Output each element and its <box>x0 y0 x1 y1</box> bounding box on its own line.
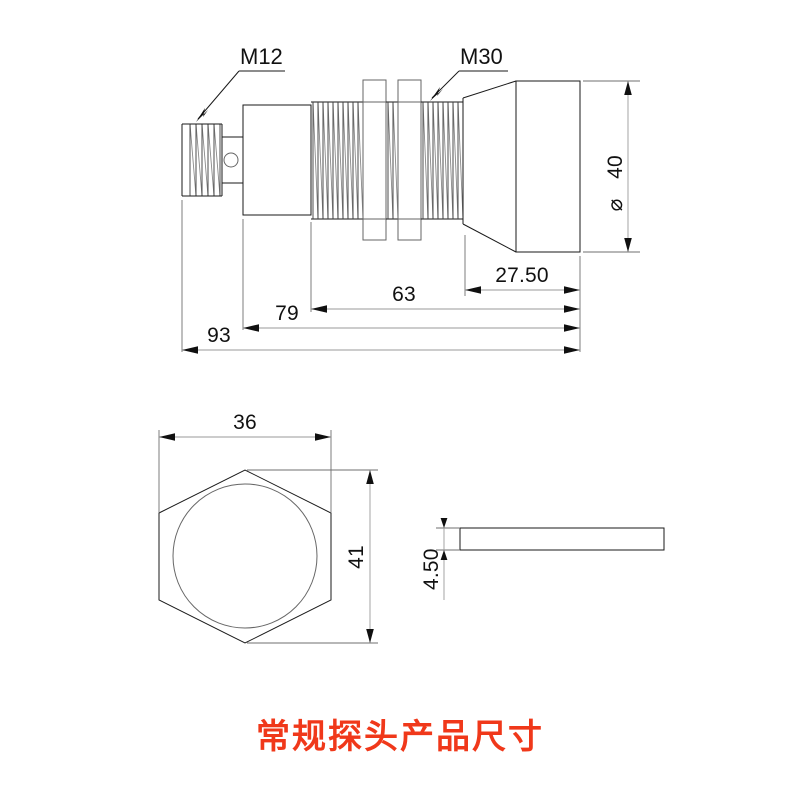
dimension-36: 36 <box>158 411 332 513</box>
dimension-79-label: 79 <box>275 302 299 325</box>
washer-bar-outline <box>459 527 665 551</box>
hex-nut-second <box>397 79 422 241</box>
sensor-head-cylinder <box>515 80 581 253</box>
hex-nut-front-view: 36 41 <box>158 411 378 644</box>
m30-thread-label: M30 <box>460 44 503 69</box>
hex-nut-first <box>362 79 387 241</box>
dimension-27-50: 27.50 <box>465 264 580 294</box>
tapered-transition <box>462 80 517 253</box>
dimension-93: 93 <box>182 324 580 354</box>
side-elevation-view: 40 ⌀ M12 M30 <box>181 44 640 354</box>
dimension-41: 41 <box>247 469 378 644</box>
diameter-40-label: 40 <box>604 155 627 179</box>
dimension-63-label: 63 <box>392 283 416 306</box>
indicator-hole <box>223 152 239 168</box>
m12-thread-label: M12 <box>240 44 283 69</box>
horizontal-extension-lines <box>181 200 581 352</box>
label-m12-leader: M12 <box>196 44 285 122</box>
dimension-4-50-label: 4.50 <box>420 548 443 590</box>
dimension-41-label: 41 <box>345 545 368 569</box>
m30-thread-right <box>421 101 464 220</box>
m12-connector-thread <box>181 123 222 197</box>
dimension-27-50-label: 27.50 <box>495 264 549 287</box>
m30-thread-between-nuts <box>386 101 399 220</box>
label-m30-leader: M30 <box>430 44 508 101</box>
m30-thread-left <box>311 101 364 220</box>
connector-collar <box>221 124 243 196</box>
dimension-79: 79 <box>243 302 580 332</box>
sensor-body-cylinder <box>242 104 312 216</box>
dimension-diameter-40: 40 ⌀ <box>583 80 640 253</box>
dimension-36-label: 36 <box>233 411 257 434</box>
diameter-symbol-icon: ⌀ <box>604 199 627 212</box>
dimension-4-50: 4.50 <box>420 518 460 600</box>
hex-outline <box>158 469 332 644</box>
dimension-63: 63 <box>311 283 580 313</box>
washer-side-view: 4.50 <box>420 518 665 600</box>
hex-bore-circle <box>172 483 318 629</box>
dimension-93-label: 93 <box>207 324 231 347</box>
drawing-caption: 常规探头产品尺寸 <box>256 717 544 757</box>
